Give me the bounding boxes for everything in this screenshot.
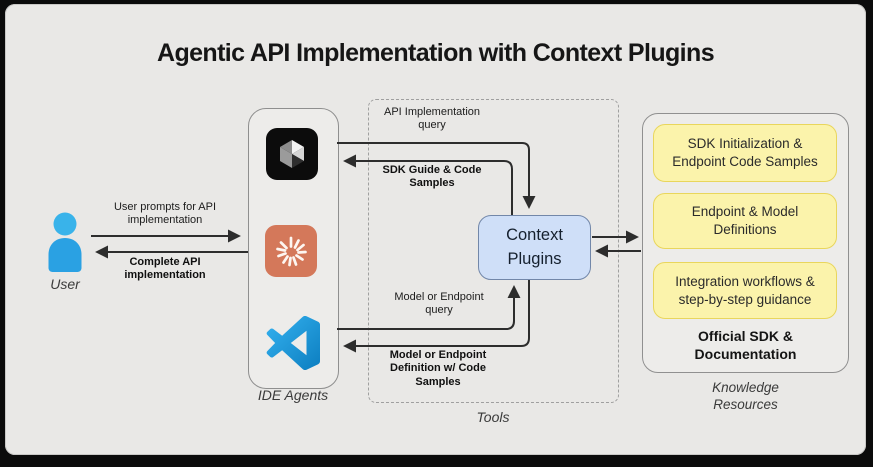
kb-card-sdk-init: SDK Initialization & Endpoint Code Sampl… xyxy=(653,124,837,182)
knowledge-resources-caption: Knowledge Resources xyxy=(712,380,779,412)
user-icon xyxy=(48,212,82,272)
api-query-label: API Implementation query xyxy=(384,106,480,132)
vscode-icon xyxy=(266,316,320,370)
tools-caption: Tools xyxy=(476,409,510,425)
sdk-guide-label: SDK Guide & Code Samples xyxy=(382,164,482,190)
cursor-icon xyxy=(266,128,318,180)
model-query-label: Model or Endpoint query xyxy=(394,291,484,317)
kb-panel-title: Official SDK & Documentation xyxy=(694,328,797,363)
complete-implementation-label: Complete API implementation xyxy=(124,256,206,282)
knowledge-resources-box: SDK Initialization & Endpoint Code Sampl… xyxy=(642,113,849,373)
kb-card-integration: Integration workflows & step-by-step gui… xyxy=(653,262,837,319)
kb-card-endpoint-model: Endpoint & Model Definitions xyxy=(653,193,837,249)
context-plugins-node: Context Plugins xyxy=(478,215,591,280)
claude-icon xyxy=(265,225,317,277)
model-definition-label: Model or Endpoint Definition w/ Code Sam… xyxy=(389,349,487,388)
diagram-canvas: Agentic API Implementation with Context … xyxy=(5,4,866,455)
user-caption: User xyxy=(50,276,80,292)
ide-agents-caption: IDE Agents xyxy=(257,387,329,403)
user-prompt-label: User prompts for API implementation xyxy=(113,201,217,227)
page-title: Agentic API Implementation with Context … xyxy=(156,39,715,67)
